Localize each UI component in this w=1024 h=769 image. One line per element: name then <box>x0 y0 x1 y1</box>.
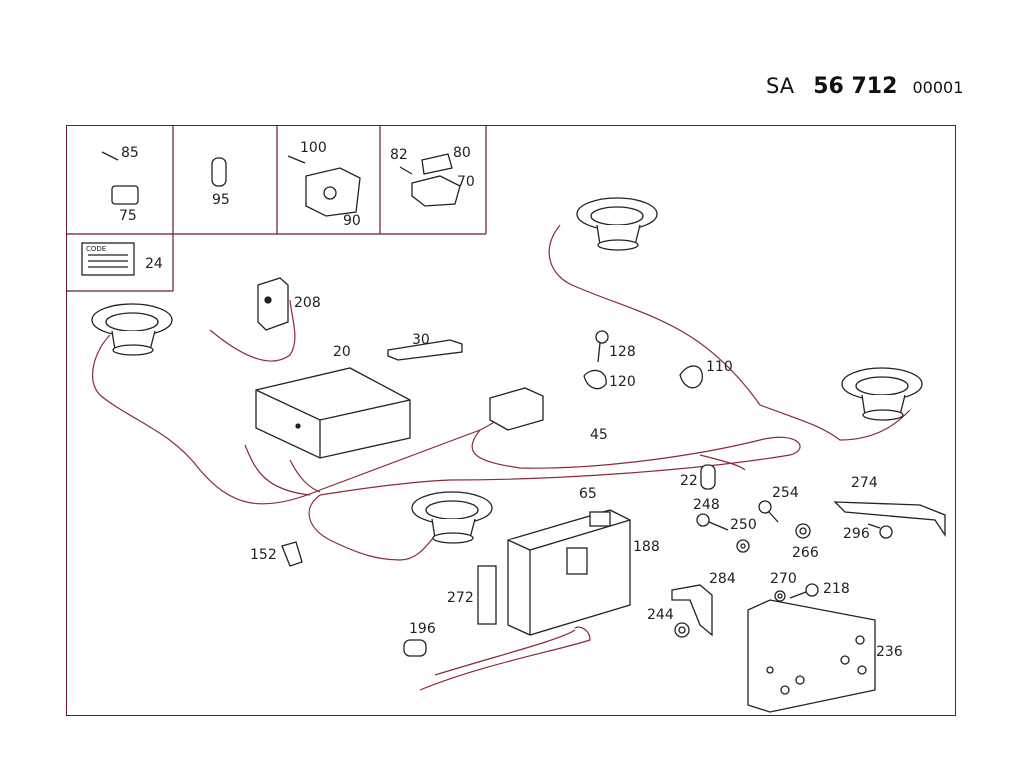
pin-82 <box>399 166 413 175</box>
clip-120 <box>583 369 607 390</box>
speaker-front-left <box>91 303 173 356</box>
label-card-24 <box>81 242 135 276</box>
callout-45: 45 <box>590 427 608 443</box>
callout-75: 75 <box>119 208 137 224</box>
mounting-bracket-236 <box>747 599 876 713</box>
plug-cable-2 <box>289 459 321 493</box>
drawing-number: 56 712 <box>813 74 898 99</box>
antenna-amplifier-208 <box>257 277 289 331</box>
card-code-text: CODE <box>86 245 106 253</box>
nut-266 <box>795 523 811 539</box>
callout-120: 120 <box>609 374 636 390</box>
spacer-22 <box>700 464 716 490</box>
speaker-rear-right <box>576 197 658 251</box>
main-cable-45 <box>319 429 801 496</box>
callout-218: 218 <box>823 581 850 597</box>
callout-272: 272 <box>447 590 474 606</box>
pin-85 <box>101 151 119 161</box>
mounting-frame-30 <box>387 339 463 361</box>
callout-270: 270 <box>770 571 797 587</box>
callout-188: 188 <box>633 539 660 555</box>
connector-90 <box>305 167 361 217</box>
callout-82: 82 <box>390 147 408 163</box>
callout-95: 95 <box>212 192 230 208</box>
bolt-248 <box>696 513 729 531</box>
plug-cable-22 <box>699 454 746 471</box>
plug-connector-block <box>489 387 544 431</box>
drawing-sheet-number: 00001 <box>912 78 964 97</box>
speaker-front-right <box>411 491 493 544</box>
screw-296 <box>867 523 893 539</box>
bracket-284 <box>671 584 713 637</box>
callout-196: 196 <box>409 621 436 637</box>
callout-284: 284 <box>709 571 736 587</box>
nut-244 <box>674 622 690 638</box>
callout-85: 85 <box>121 145 139 161</box>
callout-208: 208 <box>294 295 321 311</box>
callout-110: 110 <box>706 359 733 375</box>
callout-296: 296 <box>843 526 870 542</box>
callout-100: 100 <box>300 140 327 156</box>
pin-100 <box>287 155 306 164</box>
clip-152 <box>281 541 303 567</box>
cd-changer-cable <box>419 626 591 691</box>
bolt-218 <box>789 583 819 599</box>
bolt-254 <box>758 500 779 523</box>
drawing-prefix: SA <box>766 74 795 98</box>
callout-24: 24 <box>145 256 163 272</box>
screw-128 <box>595 330 609 363</box>
callout-254: 254 <box>772 485 799 501</box>
callout-90: 90 <box>343 213 361 229</box>
diagram-frame <box>66 125 956 716</box>
callout-65: 65 <box>579 486 597 502</box>
radio-unit-20 <box>255 367 411 459</box>
plug-cable <box>244 444 311 496</box>
callout-152: 152 <box>250 547 277 563</box>
spacer-196 <box>403 639 427 657</box>
callout-128: 128 <box>609 344 636 360</box>
callout-80: 80 <box>453 145 471 161</box>
cd-changer-188 <box>507 509 631 636</box>
connector-80 <box>421 153 453 175</box>
drawing-header: SA 56 712 00001 <box>766 74 963 99</box>
callout-274: 274 <box>851 475 878 491</box>
clip-110 <box>679 365 703 389</box>
callout-70: 70 <box>457 174 475 190</box>
speaker-rear-left <box>841 367 923 421</box>
insulator-272 <box>477 565 497 625</box>
washer-270 <box>774 590 786 602</box>
speakers <box>91 197 923 544</box>
wiring-harness <box>91 224 911 691</box>
callout-20: 20 <box>333 344 351 360</box>
spacer-95 <box>211 157 227 187</box>
callout-236: 236 <box>876 644 903 660</box>
callout-244: 244 <box>647 607 674 623</box>
bracket-274 <box>833 501 946 538</box>
connector-70 <box>411 175 461 207</box>
callout-30: 30 <box>412 332 430 348</box>
speaker-cable-front-right <box>308 494 441 561</box>
callout-266: 266 <box>792 545 819 561</box>
antenna-amp-cable <box>209 299 296 362</box>
callout-250: 250 <box>730 517 757 533</box>
speaker-cable-rear-right <box>548 224 911 441</box>
speaker-cable-front-left <box>91 334 481 505</box>
connector-75 <box>111 185 139 205</box>
washer-250 <box>736 539 750 553</box>
callout-22: 22 <box>680 473 698 489</box>
callout-248: 248 <box>693 497 720 513</box>
